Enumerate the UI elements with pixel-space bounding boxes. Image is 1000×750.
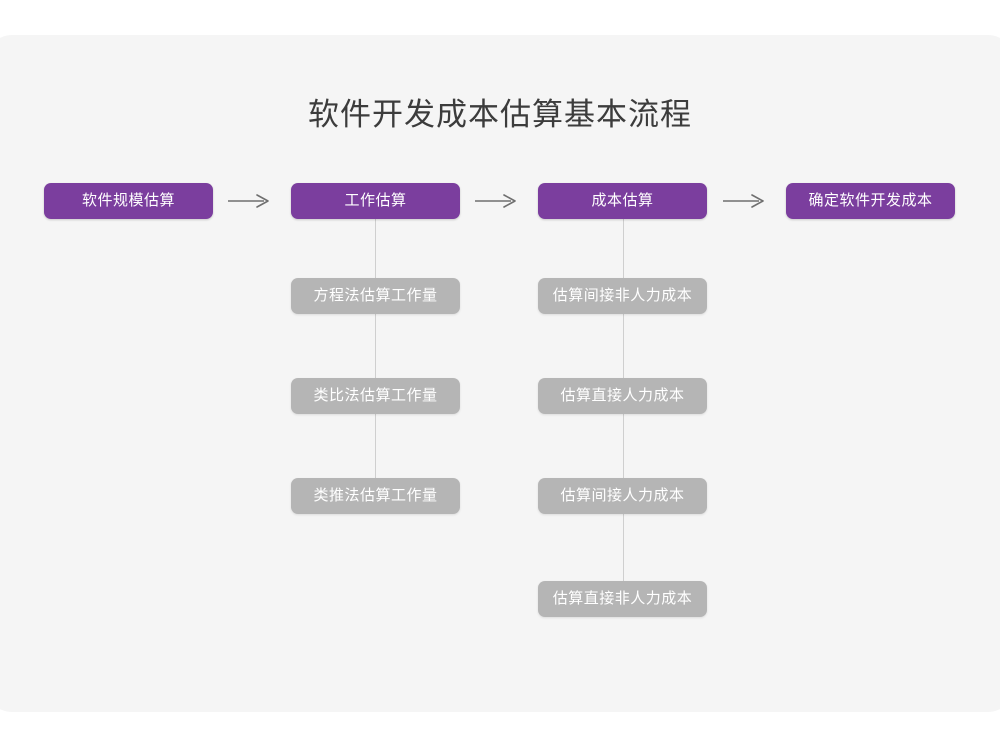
main-step-2[interactable]: 工作估算 [291,183,460,219]
branch-node-2-2[interactable]: 估算直接人力成本 [538,378,707,414]
branch-node-1-3[interactable]: 类推法估算工作量 [291,478,460,514]
arrow-step2-step3 [474,193,518,209]
branch-node-2-3[interactable]: 估算间接人力成本 [538,478,707,514]
branch-node-2-1[interactable]: 估算间接非人力成本 [538,278,707,314]
main-step-4[interactable]: 确定软件开发成本 [786,183,955,219]
branch-node-1-1[interactable]: 方程法估算工作量 [291,278,460,314]
slide-panel [0,35,1000,712]
main-step-3[interactable]: 成本估算 [538,183,707,219]
branch-node-1-2[interactable]: 类比法估算工作量 [291,378,460,414]
main-step-1[interactable]: 软件规模估算 [44,183,213,219]
arrow-step1-step2 [227,193,271,209]
branch-node-2-4[interactable]: 估算直接非人力成本 [538,581,707,617]
arrow-step3-step4 [722,193,766,209]
page-title: 软件开发成本估算基本流程 [308,97,692,132]
branch-connector-line-1 [375,219,376,497]
